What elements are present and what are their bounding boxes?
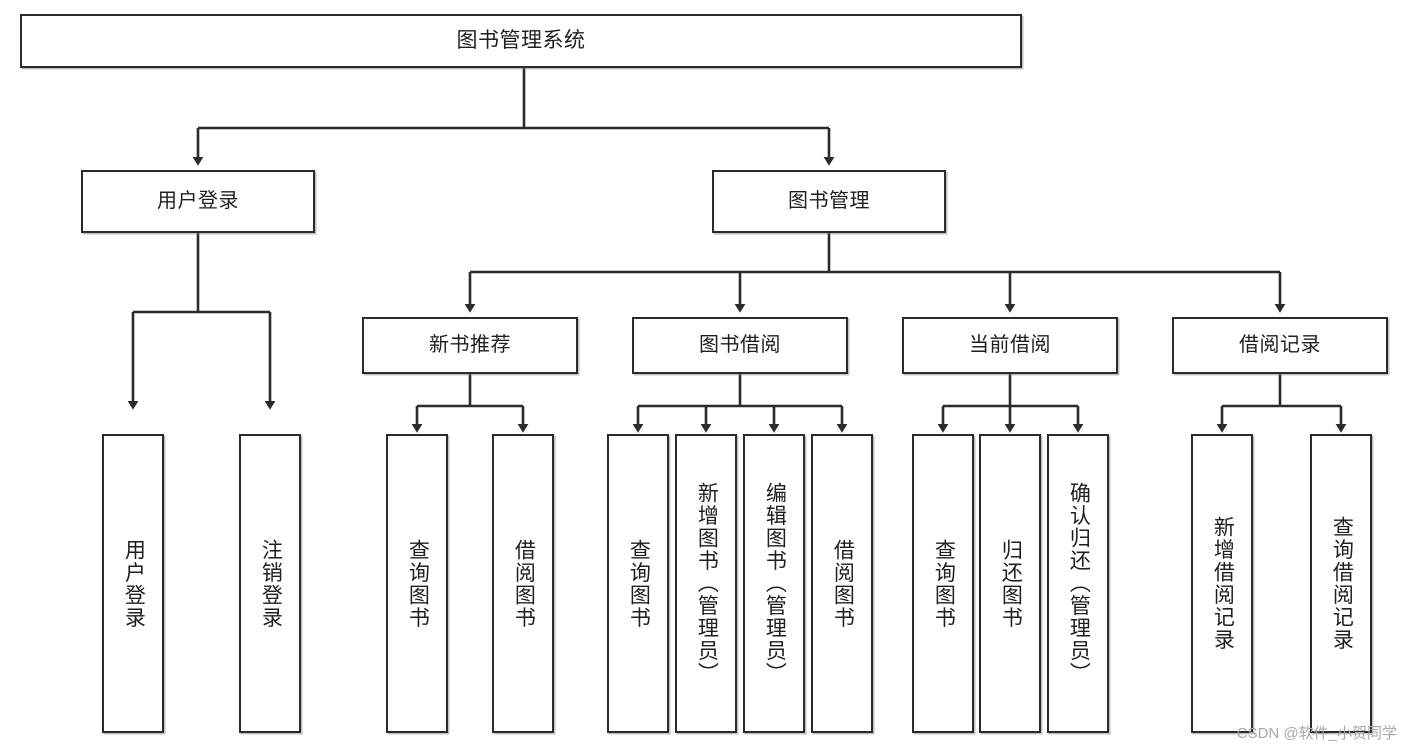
- leaf-borrow-edit-book-admin-label: 编辑图书（管理员）: [763, 482, 787, 685]
- node-user-login[interactable]: 用户登录: [81, 170, 315, 233]
- leaf-current-query-book-label: 查询图书: [932, 538, 956, 629]
- leaf-record-add-record-label: 新增借阅记录: [1211, 516, 1235, 651]
- leaf-user-login[interactable]: 用户登录: [102, 434, 164, 733]
- leaf-current-return-book-label: 归还图书: [999, 538, 1023, 629]
- leaf-borrow-edit-book-admin[interactable]: 编辑图书（管理员）: [743, 434, 805, 733]
- leaf-user-login-label: 用户登录: [122, 538, 146, 629]
- leaf-newbook-query-book[interactable]: 查询图书: [386, 434, 448, 733]
- node-root-label: 图书管理系统: [456, 28, 586, 52]
- node-book-borrow-label: 图书借阅: [699, 333, 781, 356]
- node-book-management-label: 图书管理: [788, 189, 870, 212]
- leaf-borrow-add-book-admin-label: 新增图书（管理员）: [695, 482, 719, 685]
- node-borrow-record[interactable]: 借阅记录: [1172, 317, 1388, 374]
- leaf-current-confirm-return-admin-label: 确认归还（管理员）: [1067, 482, 1091, 685]
- node-new-book-recommend[interactable]: 新书推荐: [362, 317, 578, 374]
- leaf-borrow-query-book-label: 查询图书: [627, 538, 651, 629]
- node-current-borrow-label: 当前借阅: [969, 333, 1051, 356]
- node-new-book-recommend-label: 新书推荐: [429, 333, 511, 356]
- leaf-borrow-add-book-admin[interactable]: 新增图书（管理员）: [675, 434, 737, 733]
- node-book-borrow[interactable]: 图书借阅: [632, 317, 848, 374]
- leaf-current-query-book[interactable]: 查询图书: [912, 434, 974, 733]
- leaf-current-confirm-return-admin[interactable]: 确认归还（管理员）: [1047, 434, 1109, 733]
- leaf-record-query-record[interactable]: 查询借阅记录: [1310, 434, 1372, 733]
- leaf-record-query-record-label: 查询借阅记录: [1330, 516, 1354, 651]
- node-user-login-label: 用户登录: [157, 189, 239, 212]
- leaf-logout[interactable]: 注销登录: [239, 434, 301, 733]
- leaf-borrow-query-book[interactable]: 查询图书: [607, 434, 669, 733]
- leaf-current-return-book[interactable]: 归还图书: [979, 434, 1041, 733]
- node-book-management[interactable]: 图书管理: [712, 170, 946, 233]
- leaf-newbook-borrow-book-label: 借阅图书: [512, 538, 536, 629]
- leaf-record-add-record[interactable]: 新增借阅记录: [1191, 434, 1253, 733]
- leaf-borrow-borrow-book-label: 借阅图书: [831, 538, 855, 629]
- leaf-borrow-borrow-book[interactable]: 借阅图书: [811, 434, 873, 733]
- leaf-newbook-borrow-book[interactable]: 借阅图书: [492, 434, 554, 733]
- node-current-borrow[interactable]: 当前借阅: [902, 317, 1118, 374]
- leaf-newbook-query-book-label: 查询图书: [406, 538, 430, 629]
- node-root[interactable]: 图书管理系统: [20, 14, 1022, 68]
- node-borrow-record-label: 借阅记录: [1239, 333, 1321, 356]
- leaf-logout-label: 注销登录: [259, 538, 283, 629]
